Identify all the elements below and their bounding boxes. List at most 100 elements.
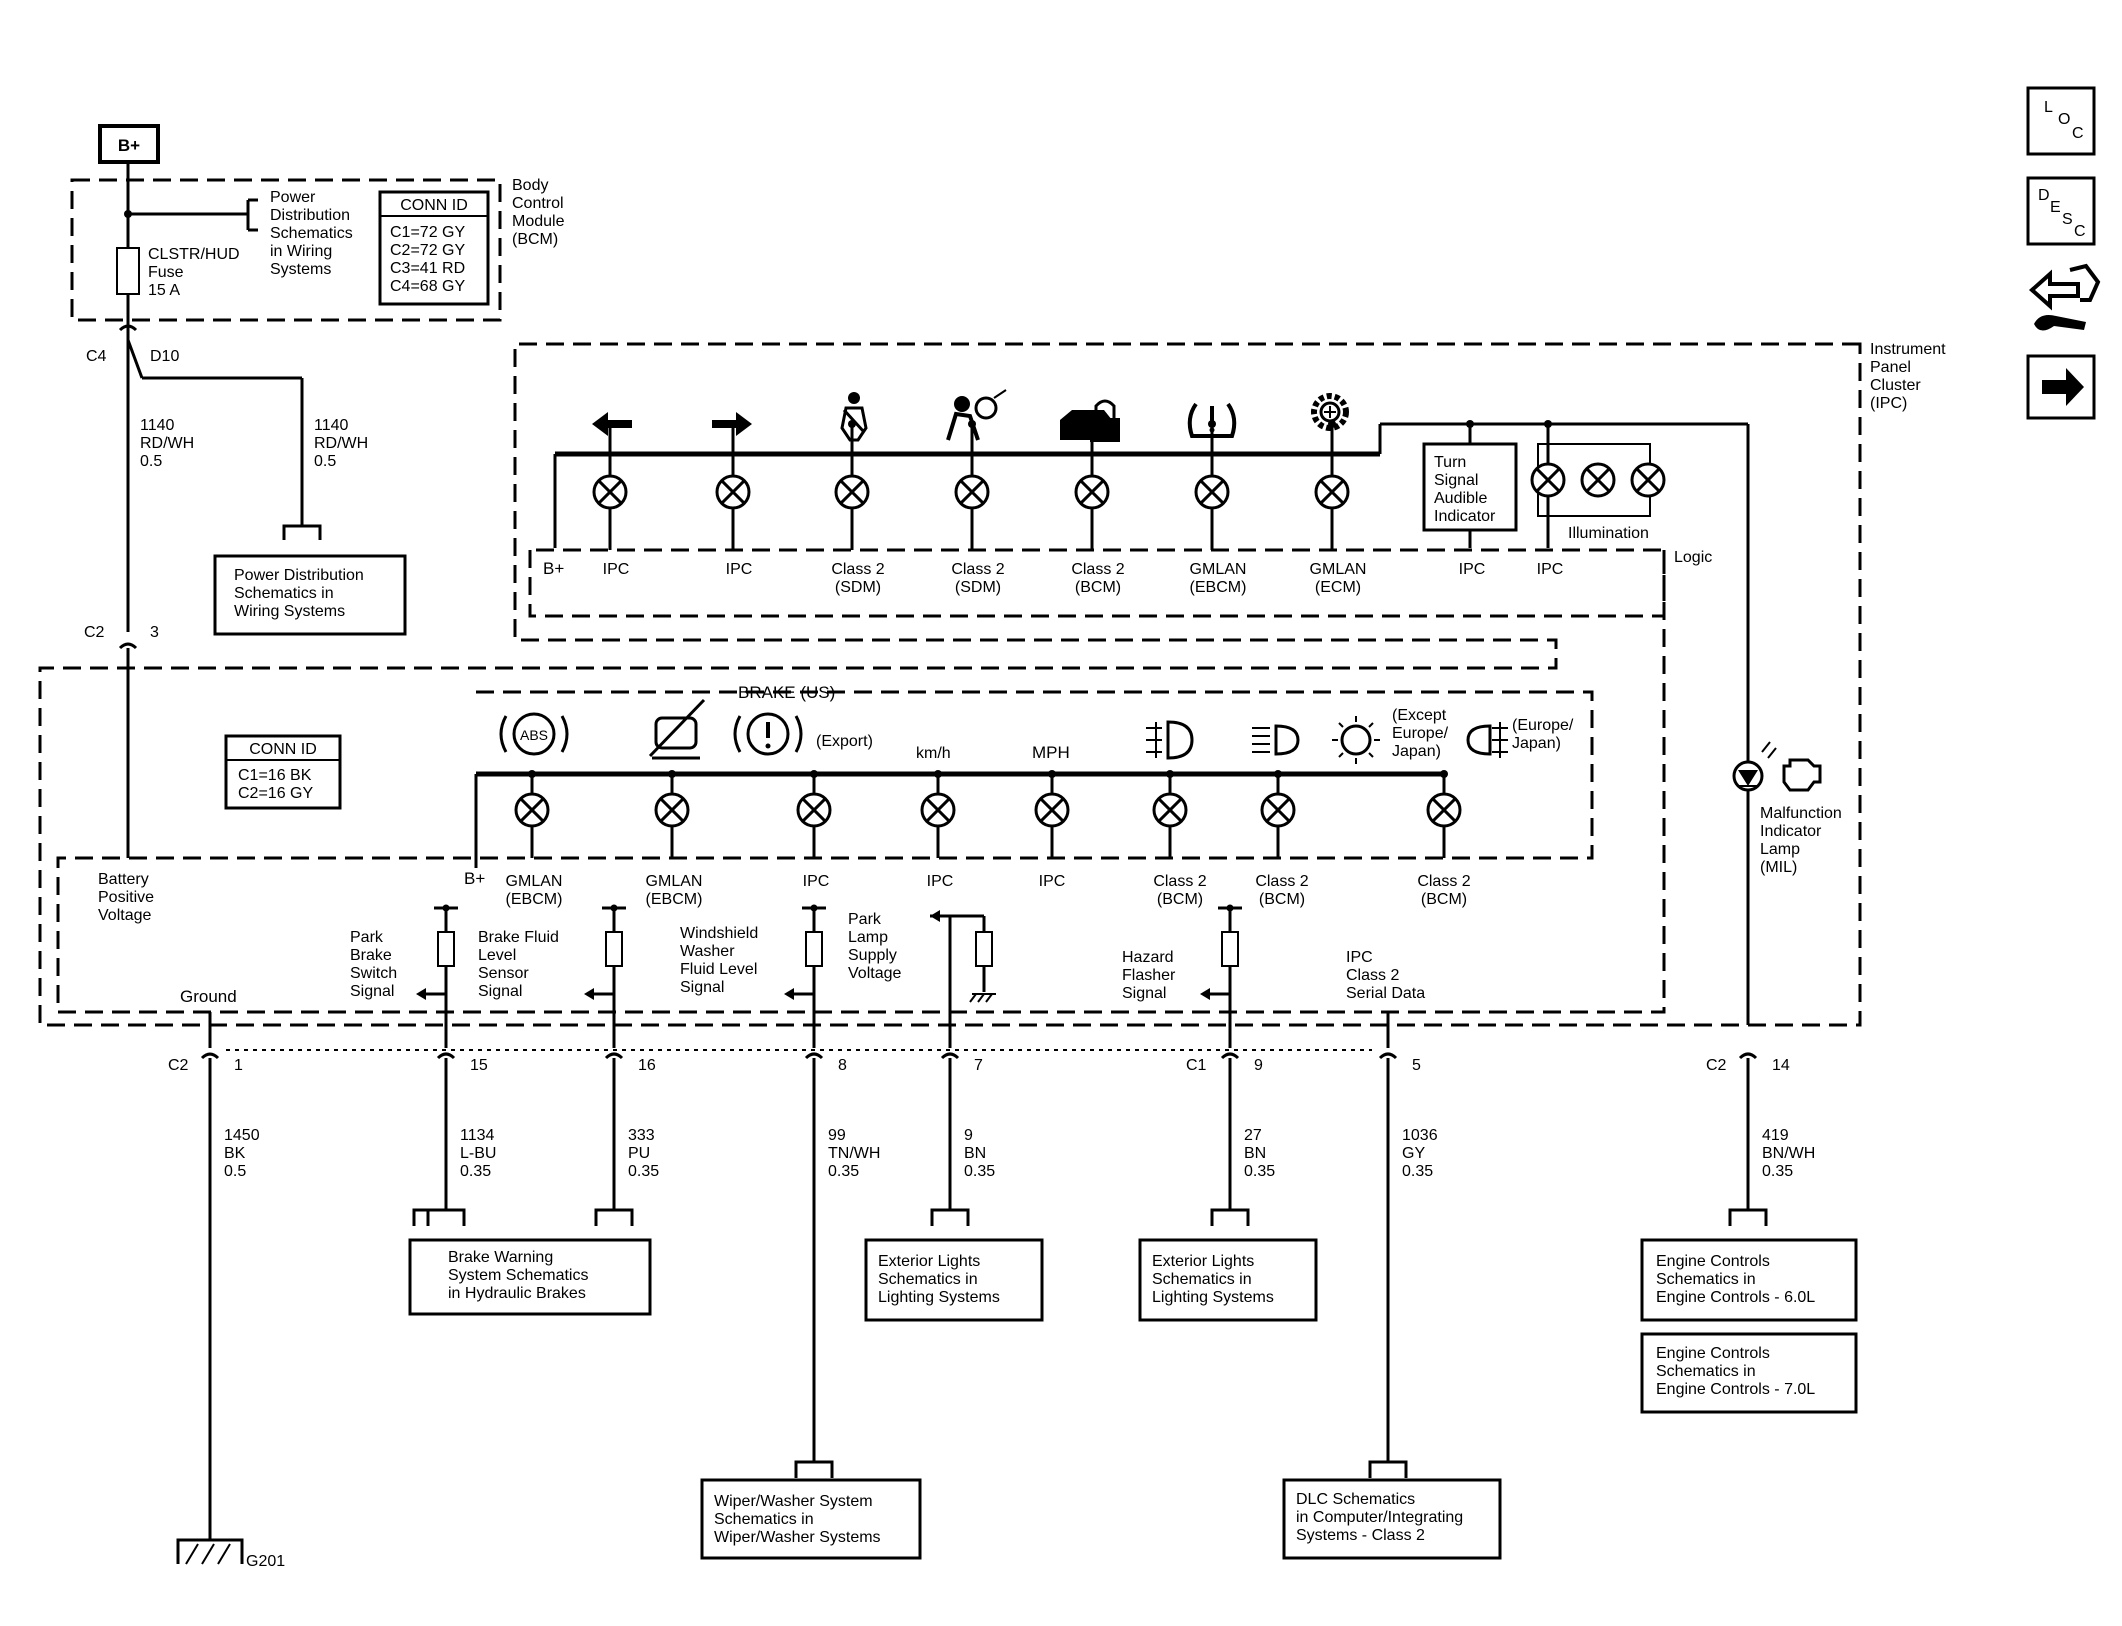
bcm-output-wires: C4 D10 1140 RD/WH 0.5 1140 RD/WH 0.5 Pow… (84, 324, 407, 858)
ipc-conn-id-table: CONN ID C1=16 BK C2=16 GY (224, 734, 342, 810)
illumination-lamp-2 (1580, 462, 1616, 498)
desc-button[interactable]: D E S C (2026, 176, 2096, 246)
next-arrow-icon[interactable] (2026, 354, 2096, 420)
ipc-label: Instrument Panel Cluster (IPC) (1870, 341, 1950, 412)
bottom-indicator-lamp-1 (514, 792, 550, 828)
bottom-source-label-7: Class 2(BCM) (1255, 873, 1308, 908)
top-source-label-3: Class 2(SDM) (831, 561, 884, 596)
bottom-indicator-lamp-7 (1260, 792, 1296, 828)
top-indicator-lamp-4 (954, 474, 990, 510)
bottom-source-label-3: IPC (803, 873, 830, 890)
d10-label: D10 (150, 348, 179, 365)
bottom-indicator-lamp-6 (1152, 792, 1188, 828)
traction-control-off-icon (648, 698, 706, 760)
engine-controls-60-box[interactable]: Engine Controls Schematics in Engine Con… (1640, 1238, 1858, 1322)
brake-fluid-signal: Brake Fluid Level Sensor Signal (478, 929, 559, 1000)
park-brake-signal: Park Brake Switch Signal (350, 929, 402, 1000)
svg-text:O: O (2058, 111, 2070, 128)
svg-text:G201: G201 (246, 1553, 285, 1570)
check-engine-icon (1782, 758, 1822, 792)
svg-text:CONN ID: CONN ID (249, 741, 317, 758)
c2-right-label: C2 (1706, 1057, 1727, 1074)
airbag-icon (946, 389, 1007, 441)
exterior-lights-box-2[interactable]: Exterior Lights Schematics in Lighting S… (1138, 1238, 1318, 1322)
fuse-label: CLSTR/HUD Fuse 15 A (148, 246, 244, 299)
abs-icon: ABS (499, 712, 569, 756)
engine-controls-70-box[interactable]: Engine Controls Schematics in Engine Con… (1640, 1332, 1858, 1414)
left-turn-icon (592, 412, 632, 436)
illumination-lamp-1 (1530, 462, 1566, 498)
svg-text:Power Distribution Sch: Power Distribution Schematics in Wiring … (234, 567, 368, 620)
brake-us-label: BRAKE (US) (738, 683, 835, 702)
hazard-flasher-signal: Hazard Flasher Signal (1122, 949, 1180, 1002)
turn-signal-audible-indicator: Turn Signal Audible Indicator (1422, 442, 1518, 548)
bottom-bplus-label: B+ (464, 869, 485, 888)
brake-warning-icon (733, 712, 803, 756)
theft-lock-icon (1060, 399, 1120, 442)
bottom-source-label-8: Class 2(BCM) (1417, 873, 1470, 908)
power-distribution-box[interactable]: Power Distribution Schematics in Wiring … (213, 554, 407, 636)
svg-text:DLC Schematics in Comput: DLC Schematics in Computer/Integrating S… (1296, 1491, 1468, 1544)
svg-text:C1=16 BK C2=16 GY: C1=16 BK C2=16 GY (238, 767, 316, 802)
top-source-label-6: GMLAN(EBCM) (1190, 561, 1247, 596)
pin-number-4: 8 (838, 1057, 847, 1074)
svg-text:Engine Controls Schemati: Engine Controls Schematics in Engine Con… (1656, 1345, 1815, 1398)
bcm-label: Body Control Module (BCM) (512, 177, 569, 248)
dlc-schematics-box[interactable]: DLC Schematics in Computer/Integrating S… (1282, 1478, 1502, 1560)
bcm-module: CLSTR/HUD Fuse 15 A Power Distribution S… (70, 177, 569, 330)
seatbelt-icon (840, 392, 868, 442)
brake-warning-schematics-box[interactable]: Brake Warning System Schematics in Hydra… (408, 1238, 652, 1316)
svg-text:L: L (2044, 99, 2053, 116)
c2-left-label: C2 (168, 1057, 189, 1074)
bcm-conn-id-table: CONN ID C1=72 GY C2=72 GY C3=41 RD C4=68… (378, 190, 490, 306)
wire-1140-right: 1140 RD/WH 0.5 (314, 417, 373, 470)
serial-data-signal: IPC Class 2 Serial Data (1346, 949, 1425, 1048)
svg-text:Hazard Flasher: Hazard Flasher Signal (1122, 949, 1180, 1002)
bottom-indicator-lamp-2 (654, 792, 690, 828)
bottom-indicator-lamp-3 (796, 792, 832, 828)
right-turn-icon (712, 412, 752, 436)
top-indicator-lamp-7 (1314, 474, 1350, 510)
top-source-label-9: IPC (1537, 561, 1564, 578)
svg-text:Exterior Lights Schemati: Exterior Lights Schematics in Lighting S… (878, 1253, 1000, 1306)
pin-number-8: 14 (1772, 1057, 1790, 1074)
bottom-source-label-2: GMLAN(EBCM) (646, 873, 703, 908)
bplus-source: B+ (98, 124, 160, 180)
svg-text:C1=72 GY C2=72 GY: C1=72 GY C2=72 GY C3=41 RD C4=68 GY (390, 224, 470, 295)
loc-button[interactable]: L O C (2026, 86, 2096, 156)
connector-pinout-icon[interactable] (2028, 263, 2101, 331)
pin-number-3: 16 (638, 1057, 656, 1074)
illumination-lamp-3 (1630, 462, 1666, 498)
pin3-label: 3 (150, 624, 159, 641)
svg-text:E: E (2050, 199, 2061, 216)
exterior-lights-box-1[interactable]: Exterior Lights Schematics in Lighting S… (864, 1238, 1044, 1322)
logic-label: Logic (1674, 549, 1712, 566)
c2-top-label: C2 (84, 624, 105, 641)
bottom-indicator-lamp-8 (1426, 792, 1462, 828)
exterior-lamp-icon (1332, 716, 1380, 764)
ipc-internal-signals: Ground Park Brake Switch Signal Brake Fl… (180, 904, 1425, 1048)
bplus-label: B+ (118, 136, 140, 155)
pin-number-1: 1 (234, 1057, 243, 1074)
ground-g201: G201 (176, 1538, 285, 1570)
wiper-washer-box[interactable]: Wiper/Washer System Schematics in Wiper/… (700, 1478, 922, 1560)
svg-text:Brake Warning System Sch: Brake Warning System Schematics in Hydra… (448, 1249, 593, 1302)
bottom-source-label-6: Class 2(BCM) (1153, 873, 1206, 908)
ground-label: Ground (180, 987, 237, 1006)
mil-label: Malfunction Indicator Lamp (MIL) (1760, 805, 1846, 876)
svg-text:Park Brake Swi: Park Brake Switch Signal (350, 929, 402, 1000)
service-gear-icon (1311, 393, 1349, 431)
svg-text:C: C (2072, 125, 2084, 142)
svg-text:Turn Signal Au: Turn Signal Audible Indicator (1434, 454, 1496, 525)
fuse-icon (116, 247, 140, 295)
europe-label: (Europe/ Japan) (1512, 717, 1578, 752)
headlamp-icon (1252, 724, 1300, 756)
